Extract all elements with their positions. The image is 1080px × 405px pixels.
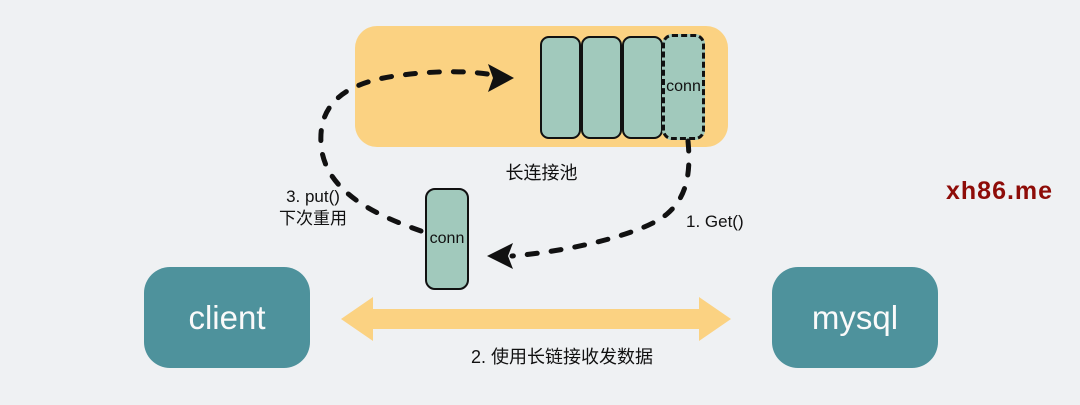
step-put-label: 3. put() 下次重用 [253,186,373,230]
pool-slot [581,36,622,139]
pool-slot [622,36,663,139]
client-node: client [144,267,310,368]
mysql-node: mysql [772,267,938,368]
transfer-double-arrow-icon [341,297,731,341]
watermark-text: xh86.me [946,177,1054,205]
client-node-label: client [188,298,266,336]
get-arrowhead-icon [487,243,513,269]
pool-slot [540,36,581,139]
pool-slot-dashed: conn [662,34,705,140]
conn-box-label: conn [429,230,465,247]
step-get-label: 1. Get() [686,212,744,231]
step-put-line1: 3. put() [286,187,340,206]
step-put-line2: 下次重用 [279,209,347,228]
conn-box: conn [425,188,469,290]
mysql-node-label: mysql [811,298,899,336]
connection-pool: conn [355,26,728,147]
step-transfer-label: 2. 使用长链接收发数据 [470,347,653,367]
pool-slot-conn-label: conn [666,78,701,95]
pool-label: 长连接池 [505,163,578,183]
